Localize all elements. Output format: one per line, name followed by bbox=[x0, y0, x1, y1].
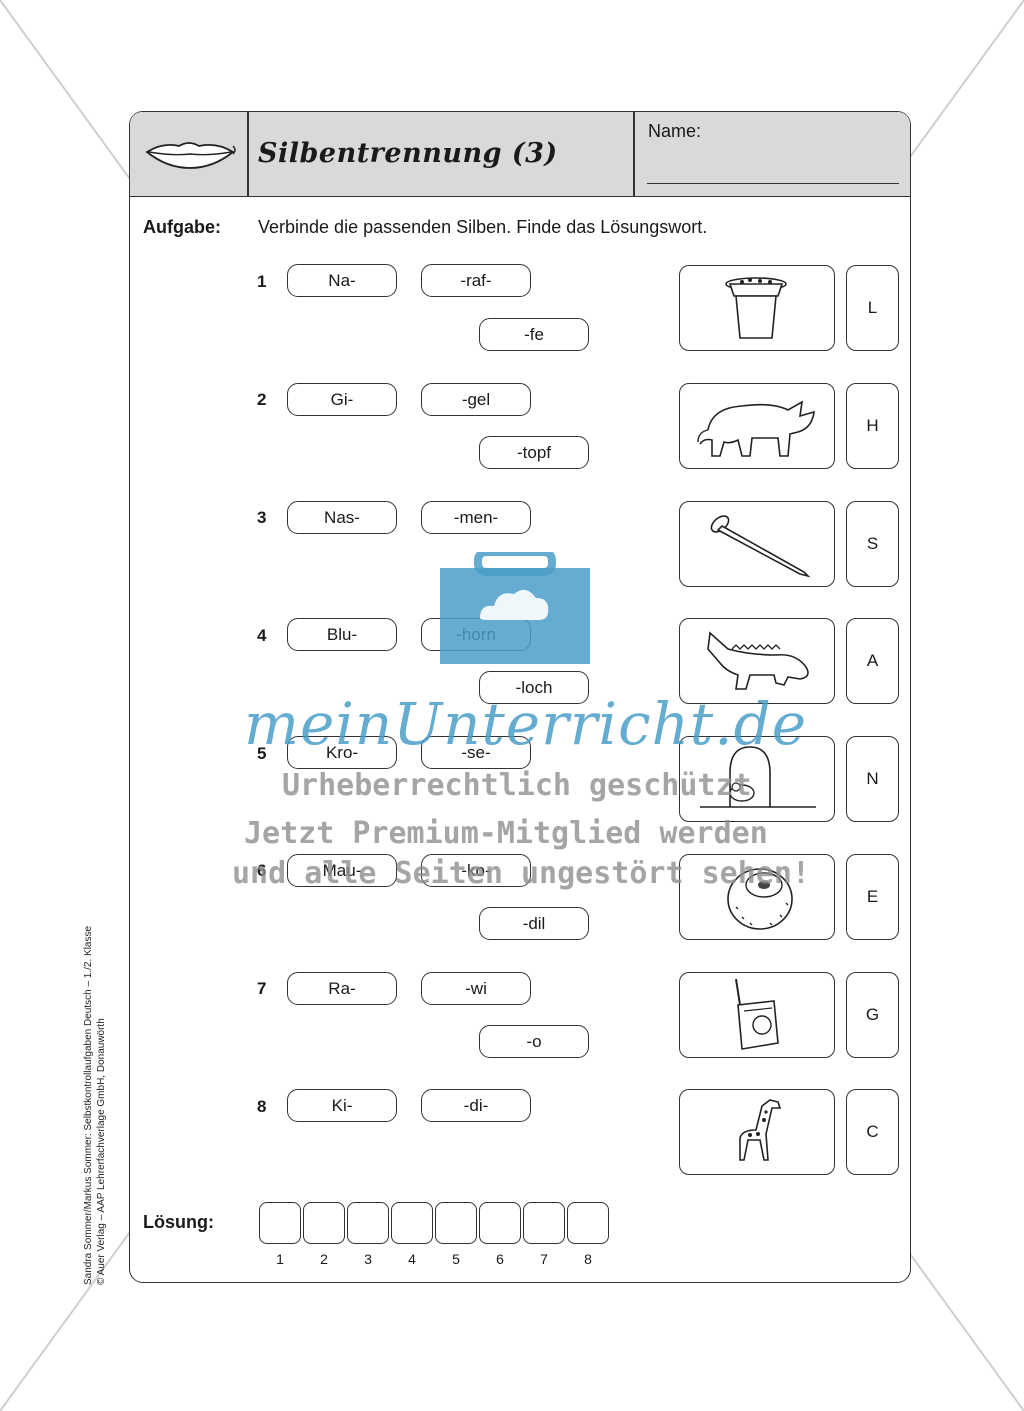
picture-box[interactable] bbox=[679, 972, 835, 1058]
giraffe-icon bbox=[739, 1099, 782, 1161]
solution-number: 5 bbox=[452, 1251, 460, 1267]
solution-box[interactable] bbox=[303, 1202, 345, 1244]
syllable-card[interactable]: Gi- bbox=[287, 383, 397, 416]
watermark-logo: meinUnterricht.de bbox=[244, 690, 808, 758]
letter-box: G bbox=[846, 972, 899, 1058]
syllable-card[interactable]: -loch bbox=[479, 671, 589, 704]
solution-number: 1 bbox=[276, 1251, 284, 1267]
syllable-card[interactable]: Ra- bbox=[287, 972, 397, 1005]
lips-icon bbox=[145, 142, 236, 169]
syllable-card[interactable]: -fe bbox=[479, 318, 589, 351]
credit-line: Sandra Sommer/Markus Sommer: Selbstkontr… bbox=[83, 925, 94, 1285]
syllable-card[interactable]: Nas- bbox=[287, 501, 397, 534]
syllable-card[interactable]: Ki- bbox=[287, 1089, 397, 1122]
solution-box[interactable] bbox=[523, 1202, 565, 1244]
solution-box[interactable] bbox=[259, 1202, 301, 1244]
syllable-card[interactable]: Mau- bbox=[287, 854, 397, 887]
letter-box: L bbox=[846, 265, 899, 351]
row-number: 8 bbox=[257, 1097, 267, 1116]
picture-box[interactable] bbox=[679, 618, 835, 704]
briefcase-icon bbox=[440, 552, 590, 664]
rhino-icon bbox=[697, 400, 815, 457]
picture-box[interactable] bbox=[679, 736, 835, 822]
solution-label: Lösung: bbox=[143, 1212, 214, 1232]
letter-box: H bbox=[846, 383, 899, 469]
syllable-card[interactable]: -gel bbox=[421, 383, 531, 416]
solution-number: 4 bbox=[408, 1251, 416, 1267]
syllable-card[interactable]: -di- bbox=[421, 1089, 531, 1122]
picture-box[interactable] bbox=[679, 854, 835, 940]
letter-box: C bbox=[846, 1089, 899, 1175]
solution-box[interactable] bbox=[567, 1202, 609, 1244]
solution-box[interactable] bbox=[479, 1202, 521, 1244]
letter-box: N bbox=[846, 736, 899, 822]
letter-box: A bbox=[846, 618, 899, 704]
syllable-card[interactable]: -men- bbox=[421, 501, 531, 534]
solution-number: 2 bbox=[320, 1251, 328, 1267]
syllable-card[interactable]: Kro- bbox=[287, 736, 397, 769]
solution-box[interactable] bbox=[391, 1202, 433, 1244]
row-number: 1 bbox=[257, 272, 267, 291]
row-number: 6 bbox=[257, 861, 267, 880]
kiwi-icon bbox=[727, 868, 793, 930]
solution-number: 6 bbox=[496, 1251, 504, 1267]
syllable-card[interactable]: -ko- bbox=[421, 854, 531, 887]
row-number: 4 bbox=[257, 626, 267, 645]
watermark-line: und alle Seiten ungestört sehen! bbox=[232, 856, 810, 891]
syllable-card[interactable]: -se- bbox=[421, 736, 531, 769]
picture-box[interactable] bbox=[679, 1089, 835, 1175]
page-title: Silbentrennung (3) bbox=[258, 138, 558, 169]
watermark-line: Jetzt Premium-Mitglied werden bbox=[244, 816, 768, 851]
letter-box: E bbox=[846, 854, 899, 940]
picture-box[interactable] bbox=[679, 501, 835, 587]
syllable-card[interactable]: -topf bbox=[479, 436, 589, 469]
watermark-line: Urheberrechtlich geschützt bbox=[282, 768, 752, 803]
name-label: Name: bbox=[648, 121, 702, 141]
credit-line: © Auer Verlag – AAP Lehrerfachverlage Gm… bbox=[96, 1018, 107, 1285]
row-number: 7 bbox=[257, 979, 267, 998]
header-divider bbox=[633, 112, 635, 196]
letter-box: S bbox=[846, 501, 899, 587]
worksheet-header bbox=[130, 112, 910, 197]
syllable-card[interactable]: -dil bbox=[479, 907, 589, 940]
solution-box[interactable] bbox=[347, 1202, 389, 1244]
solution-box[interactable] bbox=[435, 1202, 477, 1244]
flower-pot-icon bbox=[725, 277, 787, 339]
solution-number: 3 bbox=[364, 1251, 372, 1267]
picture-box[interactable] bbox=[679, 383, 835, 469]
solution-number: 8 bbox=[584, 1251, 592, 1267]
radio-icon bbox=[735, 978, 779, 1050]
row-number: 2 bbox=[257, 390, 267, 409]
syllable-card[interactable]: -o bbox=[479, 1025, 589, 1058]
task-text: Verbinde die passenden Silben. Finde das… bbox=[258, 217, 708, 237]
picture-box[interactable] bbox=[679, 265, 835, 351]
row-number: 5 bbox=[257, 744, 267, 763]
copyright-credit: Sandra Sommer/Markus Sommer: Selbstkontr… bbox=[82, 926, 108, 1285]
syllable-card[interactable]: Na- bbox=[287, 264, 397, 297]
header-divider bbox=[247, 112, 249, 196]
syllable-card[interactable]: Blu- bbox=[287, 618, 397, 651]
crocodile-icon bbox=[707, 631, 809, 690]
syllable-card[interactable]: -wi bbox=[421, 972, 531, 1005]
row-number: 3 bbox=[257, 508, 267, 527]
syllable-card[interactable]: -raf- bbox=[421, 264, 531, 297]
name-field-line[interactable] bbox=[647, 183, 899, 184]
solution-number: 7 bbox=[540, 1251, 548, 1267]
mouse-hole-icon bbox=[700, 746, 816, 808]
task-label: Aufgabe: bbox=[143, 217, 221, 237]
nail-icon bbox=[710, 515, 811, 578]
